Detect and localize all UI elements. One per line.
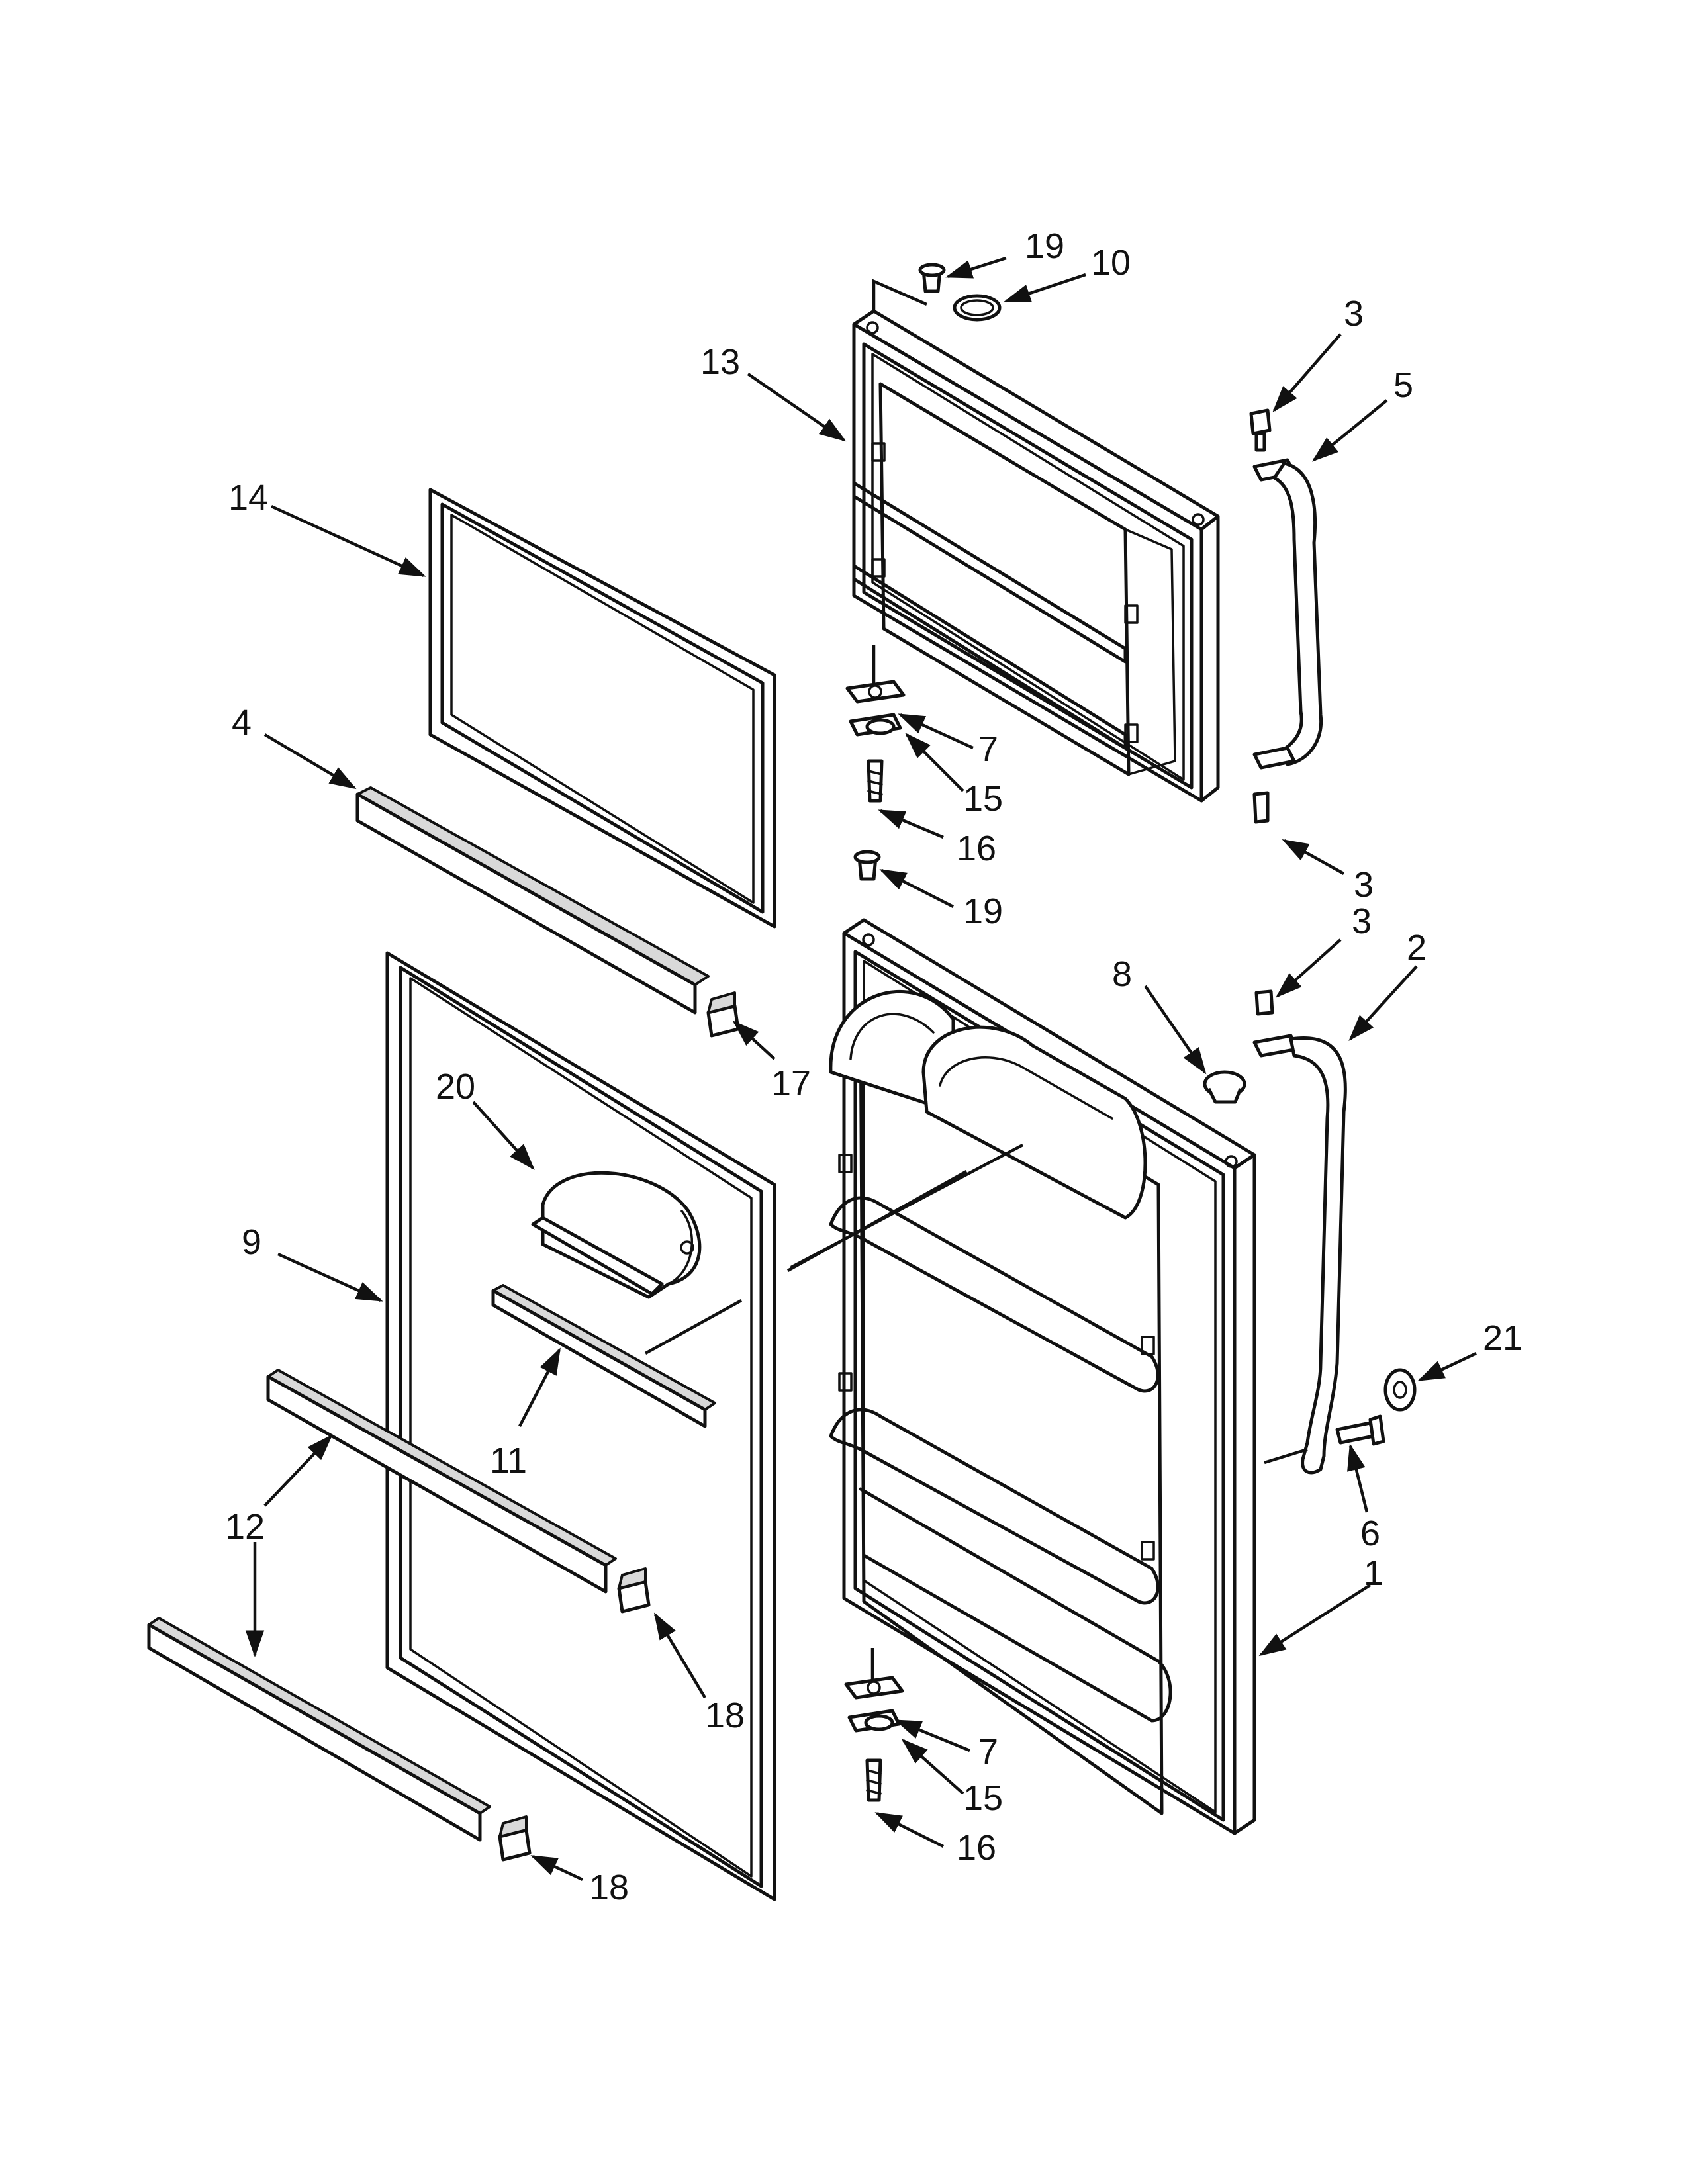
- fresh-food-hinge-parts: [844, 1648, 904, 1802]
- clip-18-a: [617, 1567, 651, 1614]
- fresh-food-door: [829, 918, 1256, 1835]
- callout-13: 13: [700, 342, 740, 382]
- callout-4: 4: [232, 703, 252, 743]
- callout-7-top: 7: [978, 729, 998, 769]
- top-hinge-pin-19: [918, 263, 946, 293]
- freezer-door: [852, 279, 1220, 803]
- callout-19-mid: 19: [963, 891, 1003, 931]
- freezer-hinge-parts: [845, 645, 906, 803]
- plug-8: [1203, 1070, 1246, 1104]
- callout-7-bot: 7: [978, 1732, 998, 1772]
- callout-5: 5: [1393, 365, 1413, 405]
- washer-21: [1383, 1368, 1417, 1412]
- door-trim-strip-4: [355, 786, 710, 1015]
- middle-hinge-pin-19: [853, 850, 881, 881]
- callout-17: 17: [771, 1064, 811, 1103]
- callout-15-bot: 15: [963, 1778, 1003, 1818]
- strip-11: [491, 1284, 716, 1428]
- bushing-10: [953, 294, 1002, 322]
- callout-3-c: 3: [1352, 901, 1372, 941]
- callout-14: 14: [228, 478, 268, 518]
- strip-12-upper: [266, 1369, 617, 1594]
- leader-lines: [245, 256, 1477, 1882]
- callout-11: 11: [490, 1441, 527, 1480]
- clip-18-b: [498, 1815, 532, 1862]
- callout-18-a: 18: [705, 1696, 745, 1735]
- callout-20: 20: [436, 1067, 475, 1107]
- callout-6: 6: [1360, 1514, 1380, 1553]
- callout-9: 9: [242, 1222, 261, 1262]
- callout-10: 10: [1091, 243, 1131, 283]
- screw-6: [1335, 1414, 1385, 1446]
- callout-16-bot: 16: [957, 1828, 996, 1868]
- strip-12-lower: [147, 1617, 491, 1842]
- callout-21: 21: [1483, 1318, 1523, 1358]
- callout-19-top: 19: [1025, 226, 1064, 266]
- freezer-handle: [1249, 408, 1323, 824]
- clip-17: [706, 991, 740, 1038]
- callout-1: 1: [1364, 1553, 1383, 1593]
- callout-3-a: 3: [1344, 294, 1364, 334]
- callout-8: 8: [1112, 954, 1132, 994]
- callout-3-b: 3: [1354, 865, 1374, 905]
- callout-12: 12: [225, 1507, 265, 1547]
- callout-15-top: 15: [963, 779, 1003, 819]
- fresh-food-handle: [1252, 989, 1347, 1475]
- callout-18-b: 18: [589, 1868, 629, 1907]
- freezer-gasket: [428, 488, 776, 929]
- callout-16-top: 16: [957, 829, 996, 868]
- dairy-door-20: [531, 1171, 702, 1299]
- callout-labels: 19 10 13 3 5 14 4 7 15 16 3 19 3 2 8 17 …: [225, 226, 1523, 1907]
- callout-2: 2: [1407, 928, 1427, 968]
